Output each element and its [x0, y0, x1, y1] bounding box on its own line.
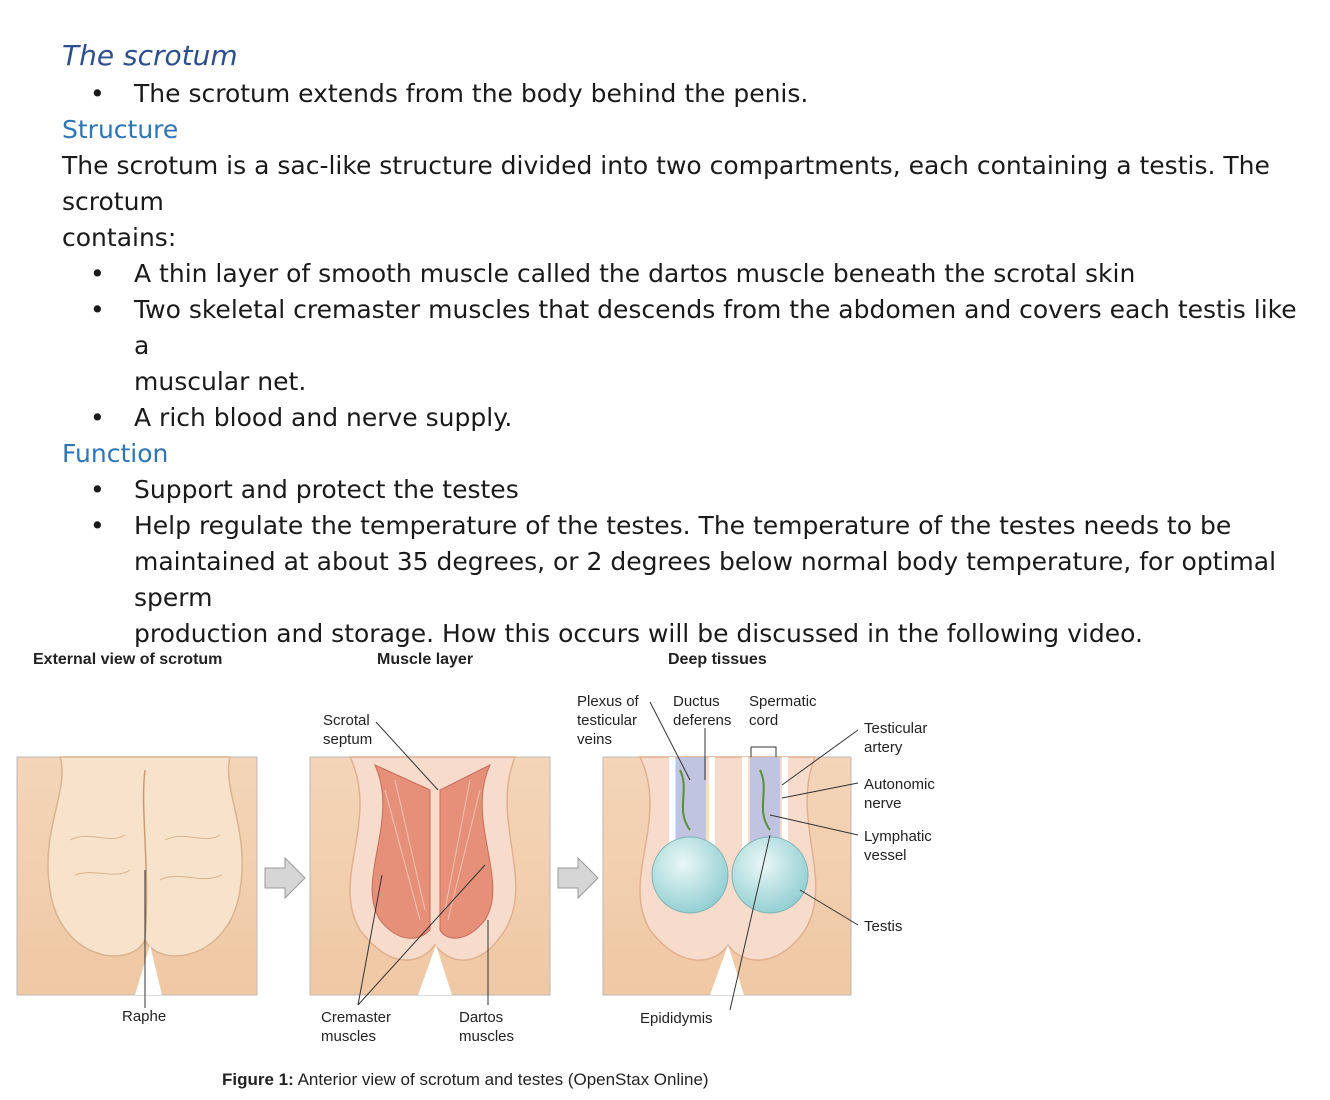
label-epididymis: Epididymis	[640, 1010, 713, 1027]
structure-paragraph-line2: contains:	[62, 223, 177, 252]
arrow-icon	[264, 856, 306, 900]
list-item: • The scrotum extends from the body behin…	[62, 76, 1312, 112]
label-raphe: Raphe	[122, 1008, 167, 1025]
intro-list: • The scrotum extends from the body behin…	[62, 76, 1312, 112]
leader-lines	[357, 701, 859, 1011]
list-item-text: Support and protect the testes	[134, 475, 519, 504]
label-cremaster-muscles: Cremaster muscles	[321, 1009, 392, 1045]
structure-list: • A thin layer of smooth muscle called th…	[62, 256, 1312, 436]
list-item-text: A thin layer of smooth muscle called the…	[134, 259, 1136, 288]
bullet-icon: •	[90, 79, 105, 108]
document-body: The scrotum • The scrotum extends from th…	[62, 36, 1312, 652]
external-view-panel	[16, 756, 258, 1008]
panel-title-deep: Deep tissues	[668, 651, 767, 668]
function-heading: Function	[62, 439, 169, 468]
bullet-icon: •	[90, 511, 105, 540]
label-testicular-artery: Testicular artery	[864, 720, 928, 756]
function-list: • Support and protect the testes • Help re…	[62, 472, 1312, 652]
bullet-icon: •	[90, 259, 105, 288]
panel-title-muscle: Muscle layer	[377, 651, 474, 668]
bullet-icon: •	[90, 475, 105, 504]
list-item: • A thin layer of smooth muscle called th…	[62, 256, 1312, 292]
muscle-layer-panel	[309, 756, 551, 996]
label-autonomic-nerve: Autonomic nerve	[864, 776, 935, 812]
structure-paragraph-line1: The scrotum is a sac-like structure divi…	[62, 151, 1270, 216]
list-item: • Two skeletal cremaster muscles that des…	[62, 292, 1312, 400]
arrow-icon	[557, 856, 599, 900]
list-item: • Support and protect the testes	[62, 472, 1312, 508]
bullet-icon: •	[90, 295, 105, 324]
list-item: • A rich blood and nerve supply.	[62, 400, 1312, 436]
list-item: • Help regulate the temperature of the te…	[62, 508, 1312, 652]
anatomy-figure: External view of scrotum Muscle layer De…	[0, 640, 1330, 1100]
list-item-text: Two skeletal cremaster muscles that desc…	[134, 295, 1297, 360]
list-item-text: Help regulate the temperature of the tes…	[134, 511, 1232, 540]
list-item-text-continued: muscular net.	[134, 367, 307, 396]
section-title: The scrotum	[62, 39, 238, 72]
label-dartos-muscles: Dartos muscles	[459, 1009, 515, 1045]
deep-tissues-panel	[602, 746, 852, 996]
label-plexus: Plexus of testicular veins	[577, 693, 639, 748]
list-item-text-continued: maintained at about 35 degrees, or 2 deg…	[134, 547, 1277, 612]
list-item-text-continued: production and storage. How this occurs …	[134, 619, 1143, 648]
caption-label: Figure 1:	[222, 1070, 294, 1089]
bullet-icon: •	[90, 403, 105, 432]
figure-caption: Figure 1: Anterior view of scrotum and t…	[222, 1070, 709, 1090]
list-item-text: The scrotum extends from the body behind…	[134, 79, 809, 108]
anatomy-illustration	[16, 701, 859, 1011]
caption-text: Anterior view of scrotum and testes (Ope…	[293, 1070, 709, 1089]
panel-title-external: External view of scrotum	[33, 651, 223, 668]
label-ductus-deferens: Ductus deferens	[673, 693, 732, 729]
label-lymphatic-vessel: Lymphatic vessel	[864, 828, 932, 864]
structure-heading: Structure	[62, 115, 179, 144]
label-testis: Testis	[864, 918, 903, 935]
list-item-text: A rich blood and nerve supply.	[134, 403, 513, 432]
label-scrotal-septum: Scrotal septum	[323, 712, 373, 748]
label-spermatic-cord: Spermatic cord	[749, 693, 817, 729]
